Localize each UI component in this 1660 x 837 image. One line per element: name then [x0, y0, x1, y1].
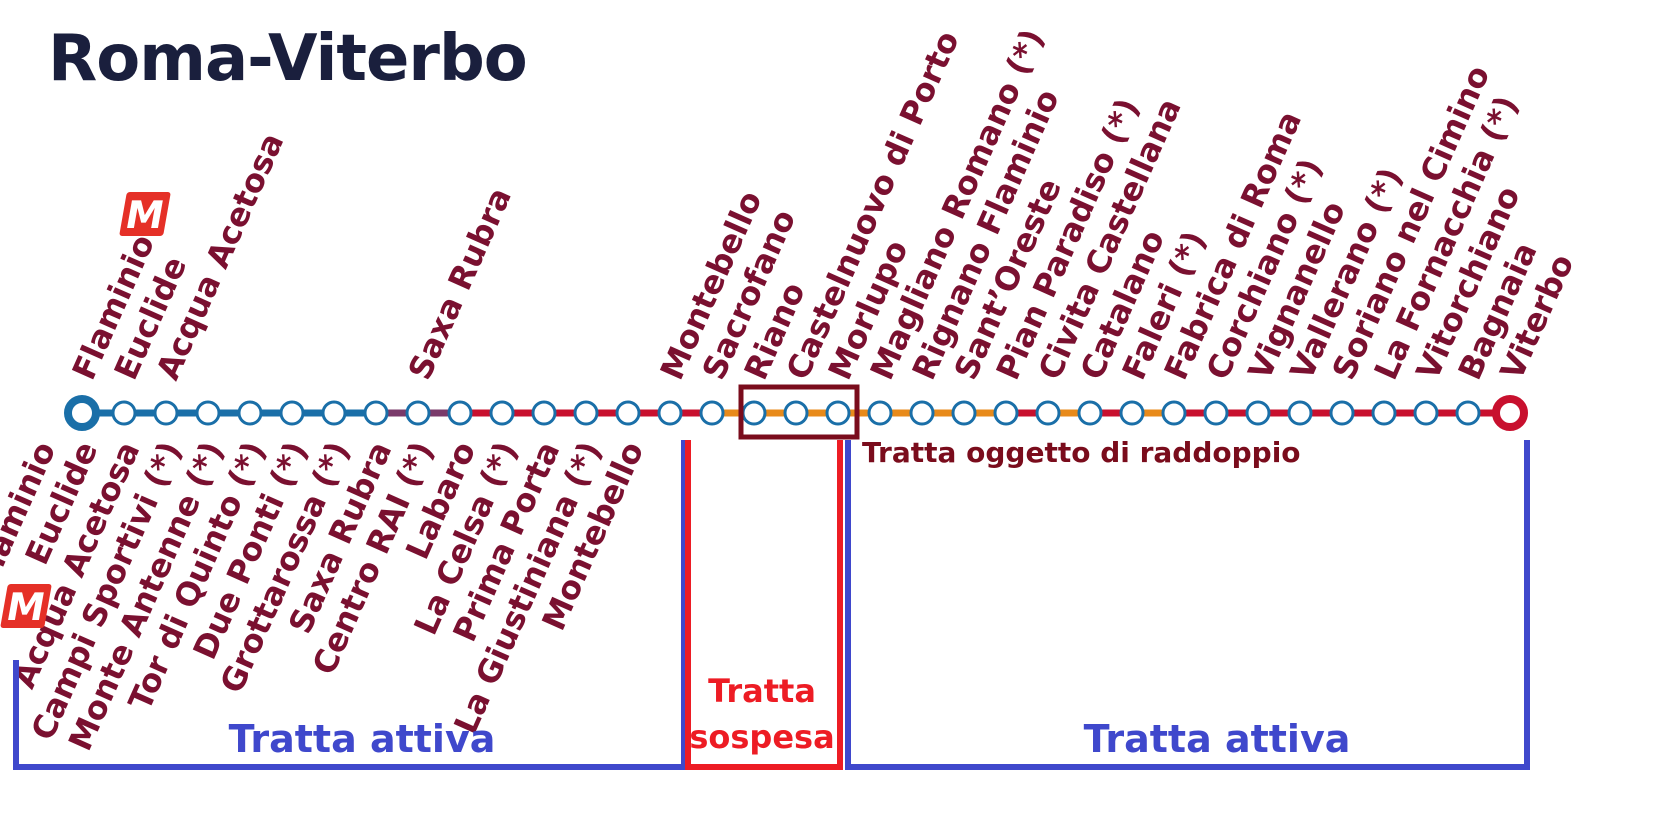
- terminus-node-flaminio: [64, 395, 100, 431]
- metro-badge-letter: M: [122, 193, 168, 238]
- station-node: [1371, 400, 1397, 426]
- station-node: [1161, 400, 1187, 426]
- station-node: [405, 400, 431, 426]
- station-node: [825, 400, 851, 426]
- station-node: [1035, 400, 1061, 426]
- station-node: [111, 400, 137, 426]
- station-node: [783, 400, 809, 426]
- highlight-box: [738, 384, 860, 440]
- station-node: [447, 400, 473, 426]
- doubling-highlight: Tratta oggetto di raddoppio: [738, 384, 1301, 469]
- metro-m-icon: M: [119, 192, 171, 238]
- station-node: [615, 400, 641, 426]
- metro-badge-letter: M: [3, 585, 49, 630]
- section-label-active: Tratta attiva: [1084, 717, 1351, 761]
- station-node: [1077, 400, 1103, 426]
- active-bracket-right: [845, 440, 1530, 770]
- station-node: [1455, 400, 1481, 426]
- station-node: [993, 400, 1019, 426]
- station-node: [195, 400, 221, 426]
- station-node: [867, 400, 893, 426]
- station-node: [531, 400, 557, 426]
- metro-badge-bg: [119, 192, 171, 236]
- section-label-active: Tratta attiva: [229, 717, 496, 761]
- station-node: [1329, 400, 1355, 426]
- station-node: [699, 400, 725, 426]
- station-node: [1119, 400, 1145, 426]
- active-bracket-left: [13, 440, 687, 770]
- station-node: [657, 400, 683, 426]
- station-node: [489, 400, 515, 426]
- station-node: [1245, 400, 1271, 426]
- station-node: [951, 400, 977, 426]
- page-title: Roma-Viterbo: [48, 22, 528, 96]
- section-label-suspended: Tratta: [708, 672, 816, 710]
- terminus-node-viterbo: [1492, 395, 1528, 431]
- station-node: [909, 400, 935, 426]
- station-nodes: [64, 395, 1528, 431]
- station-node: [363, 400, 389, 426]
- station-node: [237, 400, 263, 426]
- station-node: [1287, 400, 1313, 426]
- station-node: [153, 400, 179, 426]
- highlight-label: Tratta oggetto di raddoppio: [862, 436, 1301, 469]
- section-brackets: Tratta attiva Tratta attiva Tratta sospesa: [13, 440, 1530, 770]
- station-node: [1203, 400, 1229, 426]
- station-node: [279, 400, 305, 426]
- station-node: [1413, 400, 1439, 426]
- suspended-bracket: [685, 440, 843, 770]
- station-node: [321, 400, 347, 426]
- section-label-suspended: sospesa: [689, 718, 834, 756]
- metro-badge-bg: [0, 584, 52, 628]
- station-node: [573, 400, 599, 426]
- metro-m-icon: M: [0, 584, 52, 630]
- station-label-top: Saxa Rubra: [401, 182, 519, 385]
- station-node: [741, 400, 767, 426]
